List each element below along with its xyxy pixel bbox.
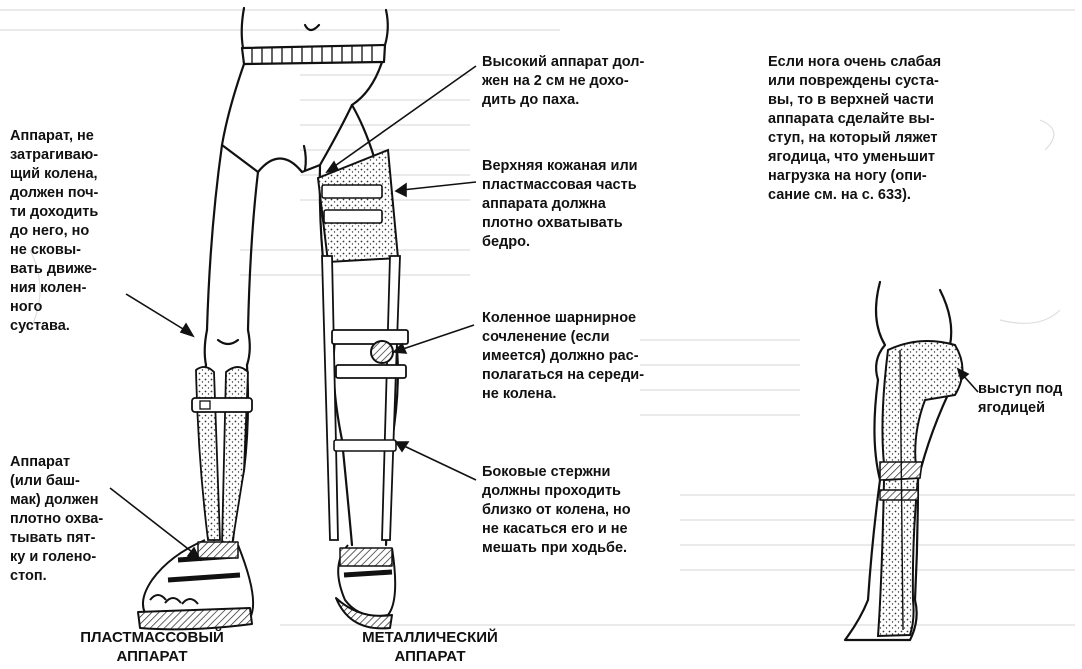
annotation-side-bars: Боковые стержни должны проходить близко … bbox=[482, 463, 631, 558]
annotation-buttock-ledge: выступ под ягодицей bbox=[978, 380, 1062, 418]
annotation-upper-cuff: Верхняя кожаная или пластмассовая часть … bbox=[482, 157, 638, 252]
annotation-shoe-fit: Аппарат (или баш- мак) должен плотно охв… bbox=[10, 453, 103, 586]
annotation-plastic-brace-knee: Аппарат, не затрагиваю- щий колена, долж… bbox=[10, 127, 98, 336]
side-view-orthosis bbox=[878, 341, 963, 636]
metal-kafo bbox=[318, 150, 408, 540]
caption-metal-brace: МЕТАЛЛИЧЕСКИЙ АППАРАТ bbox=[330, 628, 530, 666]
plastic-afo bbox=[192, 367, 252, 545]
annotation-knee-joint: Коленное шарнирное сочленение (если имее… bbox=[482, 309, 644, 404]
annotation-weak-leg-ledge: Если нога очень слабая или повреждены су… bbox=[768, 53, 941, 205]
bleed-text-fragment bbox=[22, 370, 25, 384]
annotation-high-brace-groin: Высокий аппарат дол- жен на 2 см не дохо… bbox=[482, 53, 644, 110]
right-sandal bbox=[336, 545, 395, 628]
caption-plastic-brace: ПЛАСТМАССОВЫЙ АППАРАТ bbox=[52, 628, 252, 666]
